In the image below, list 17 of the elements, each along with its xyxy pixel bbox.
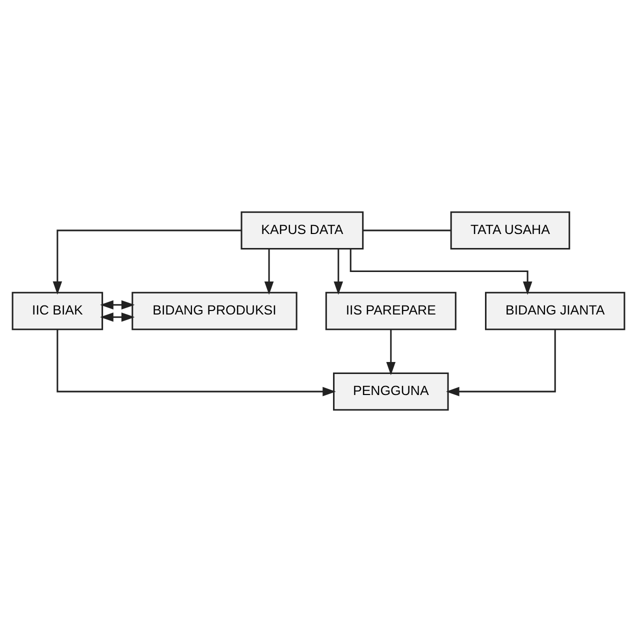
arrow: [100, 300, 135, 310]
arrow: [52, 230, 242, 295]
arrow: [56, 330, 336, 396]
node-box: IIS PAREPARE: [325, 292, 456, 330]
node-box: KAPUS DATA: [240, 211, 364, 250]
arrow: [350, 248, 532, 295]
node-box: BIDANG PRODUKSI: [132, 292, 298, 330]
node-box: TATA USAHA: [450, 211, 570, 250]
arrow: [334, 249, 344, 295]
arrow: [446, 330, 556, 396]
node-box: IIC BIAK: [12, 292, 104, 330]
node-box: BIDANG JIANTA: [484, 292, 626, 330]
arrow: [264, 249, 274, 295]
connector: [362, 230, 451, 232]
node-box: PENGGUNA: [333, 372, 449, 411]
arrow: [386, 330, 396, 376]
arrow: [100, 312, 135, 322]
